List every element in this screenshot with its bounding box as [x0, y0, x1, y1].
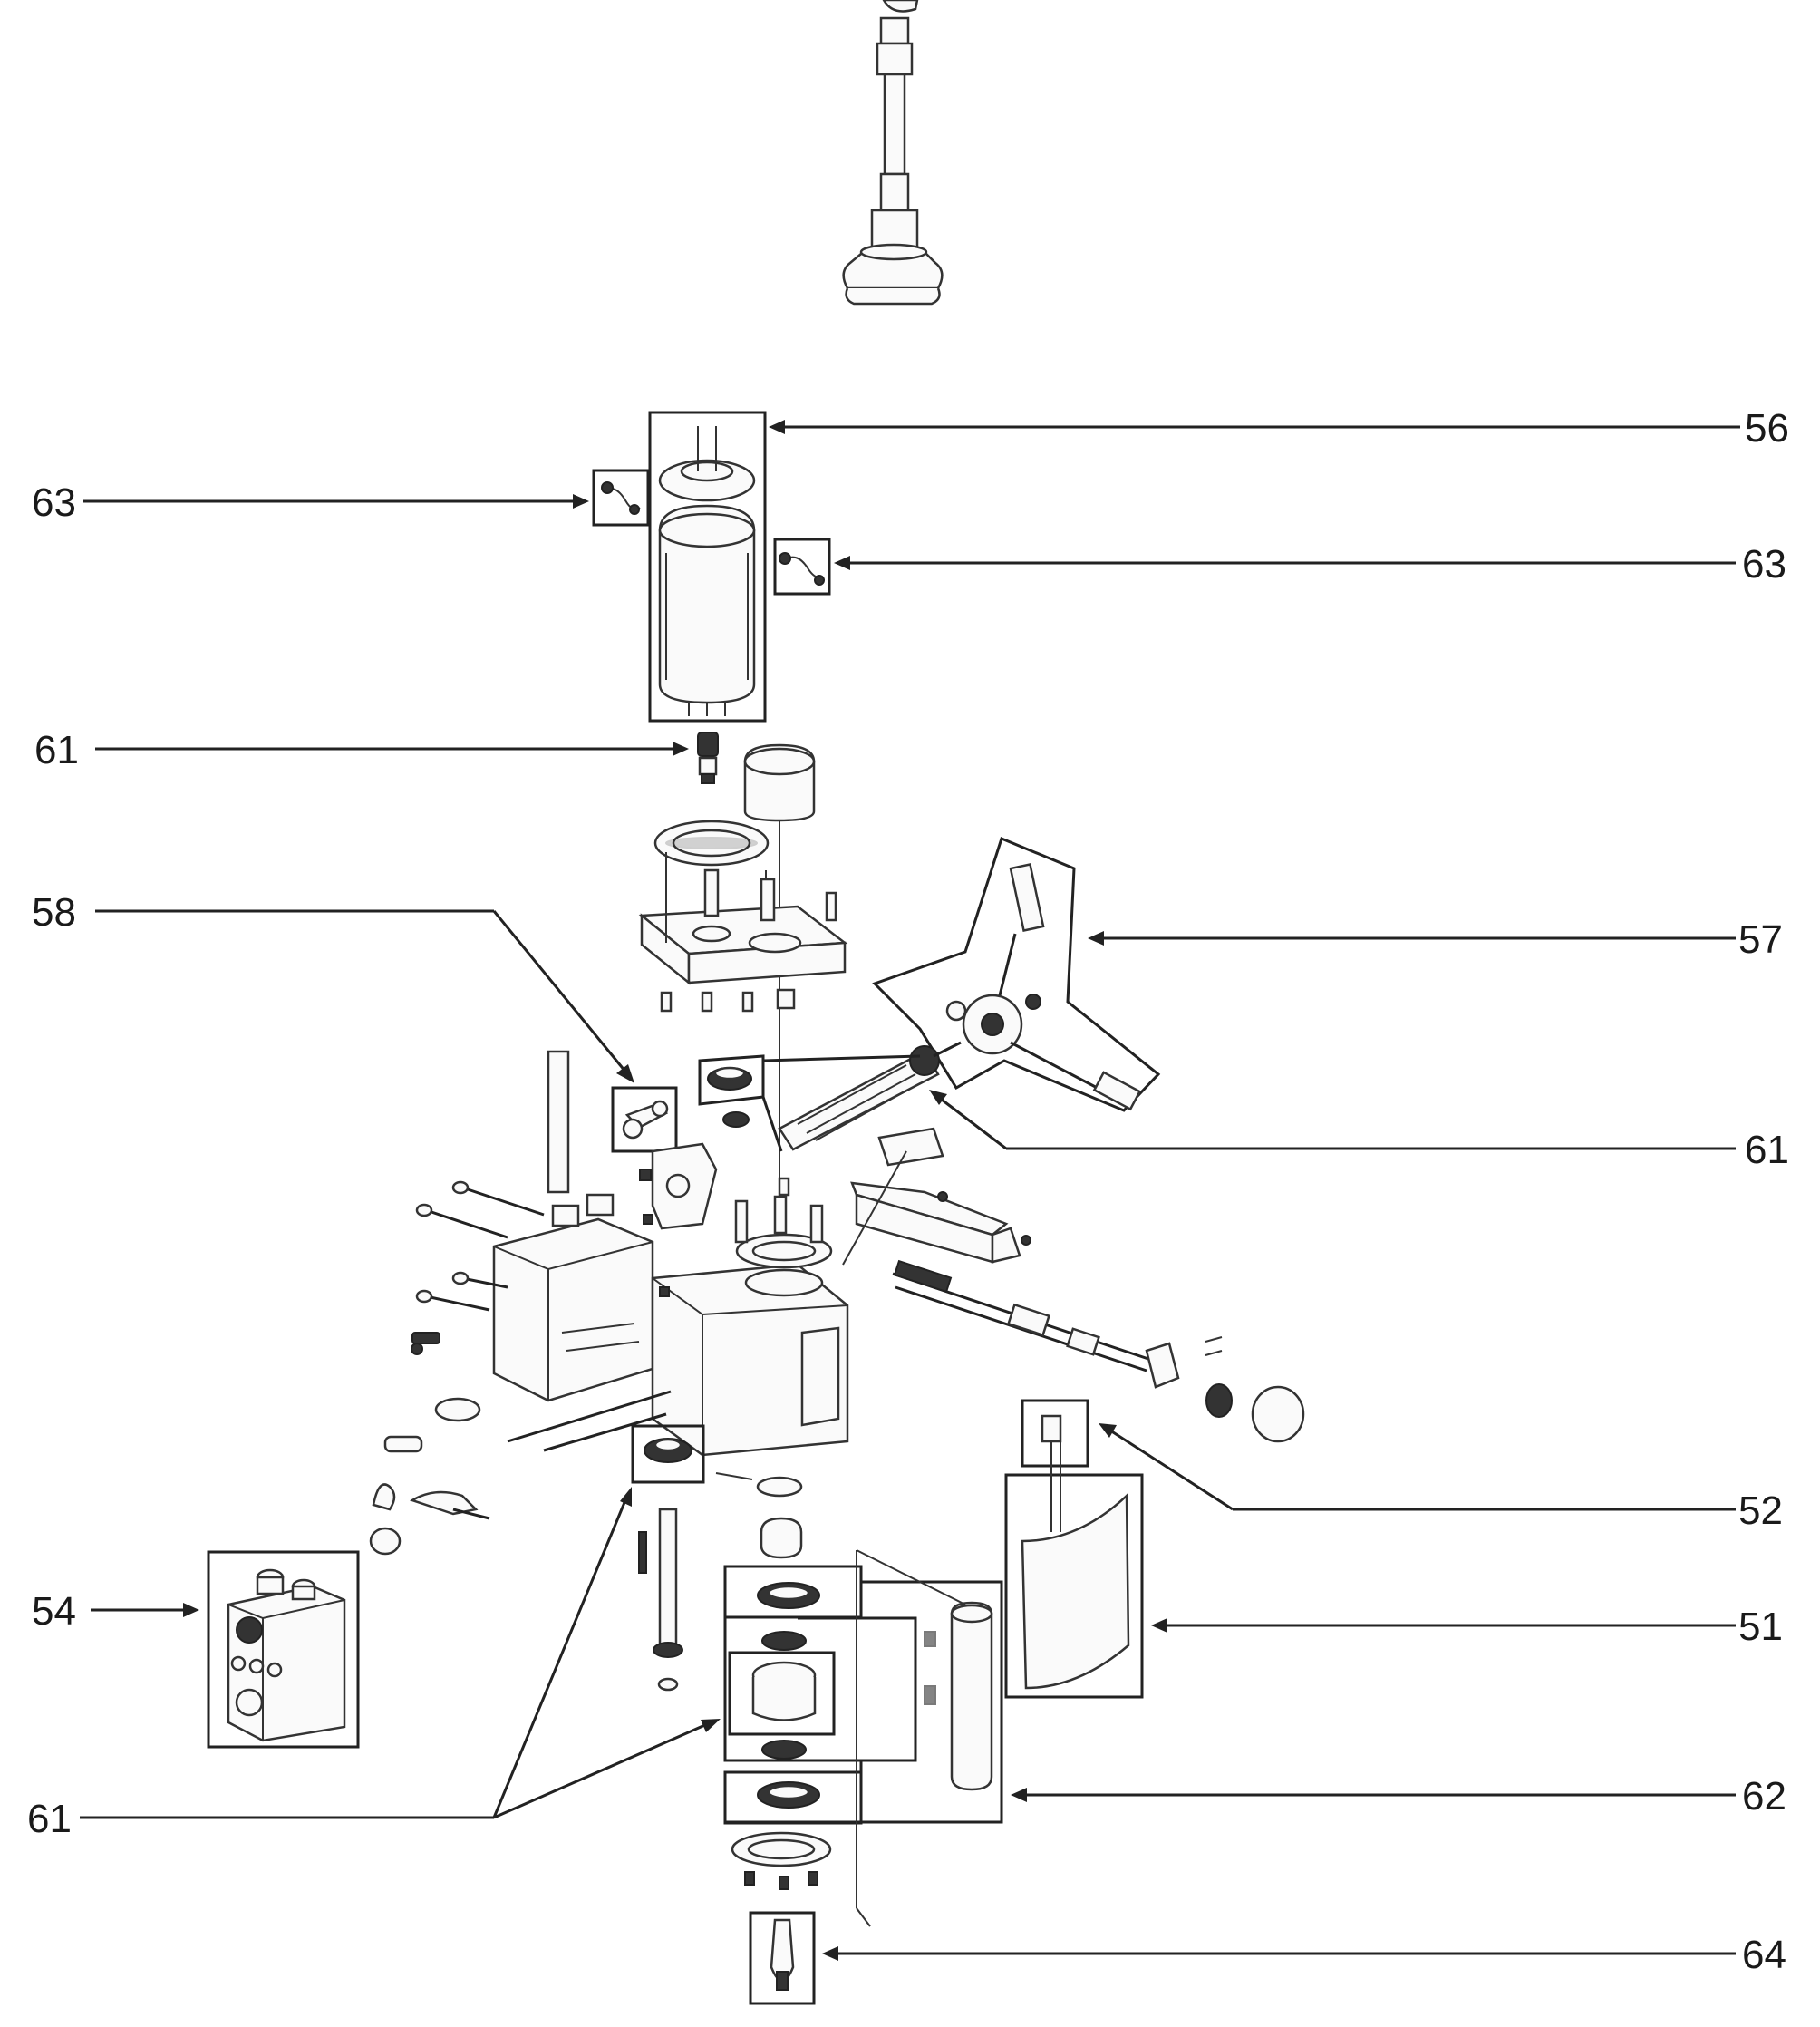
callout-63-left: 63 — [32, 480, 76, 525]
gear-box-61-lower — [631, 1424, 705, 1484]
lower-spindle-parts — [638, 1472, 803, 1692]
callout-57: 57 — [1738, 917, 1783, 962]
callout-62: 62 — [1742, 1774, 1786, 1818]
horizontal-shaft-right — [892, 1259, 1305, 1443]
flange-ring — [653, 820, 770, 867]
main-housing — [492, 1142, 849, 1457]
top-spindle-assembly — [842, 0, 944, 306]
callout-58: 58 — [32, 890, 76, 935]
control-box — [207, 1550, 360, 1749]
fitting-box — [611, 1086, 678, 1153]
callout-54: 54 — [32, 1589, 76, 1634]
tool-box — [749, 1911, 816, 2005]
vertical-rod-left — [547, 1050, 570, 1194]
tag-box — [1021, 1399, 1089, 1468]
coupling-top — [697, 732, 719, 784]
callout-61-top: 61 — [34, 728, 79, 772]
callout-61-bottom: 61 — [27, 1797, 72, 1841]
bearing-stack — [723, 1549, 1003, 1927]
motor-assembly — [648, 411, 767, 723]
gear-box-61-mid — [698, 1054, 921, 1152]
callout-63-right: 63 — [1742, 542, 1786, 587]
cable-clip-box-left — [592, 469, 650, 527]
guide-rail — [842, 1127, 1031, 1266]
callout-51: 51 — [1738, 1605, 1783, 1649]
cylinder-cup — [743, 743, 816, 1215]
top-plate — [638, 852, 848, 1013]
bolts-left — [411, 1180, 545, 1355]
crank-handle-assembly — [872, 836, 1161, 1112]
cable-clip-box-right — [773, 538, 831, 596]
callout-64: 64 — [1742, 1933, 1786, 1977]
center-ring — [734, 1177, 833, 1269]
threaded-rod — [778, 1041, 962, 1151]
callout-52: 52 — [1738, 1489, 1783, 1533]
bottom-ring — [731, 1831, 832, 1890]
callout-56: 56 — [1745, 406, 1789, 451]
callout-61-right: 61 — [1745, 1128, 1789, 1172]
lever-handle-left — [369, 1390, 672, 1556]
pouch-box — [1004, 1441, 1144, 1699]
leader-lines — [80, 420, 1740, 1961]
